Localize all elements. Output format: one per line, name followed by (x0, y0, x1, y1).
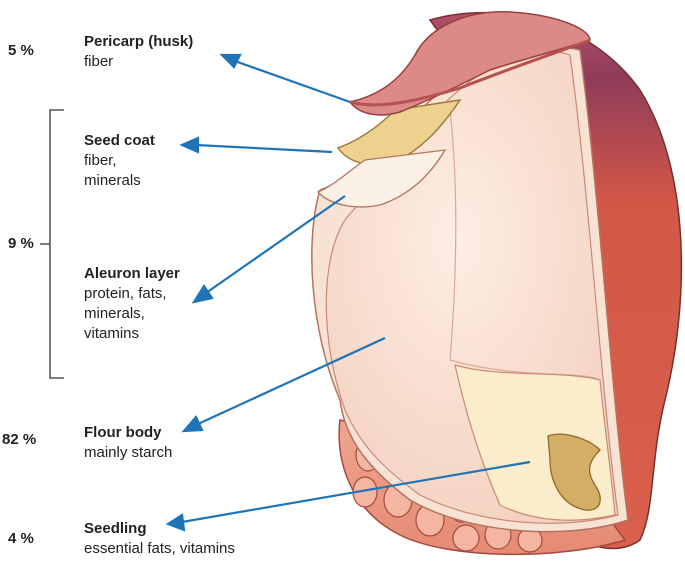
label-seed-coat-line: minerals (84, 172, 141, 189)
label-aleuron-line: vitamins (84, 325, 140, 342)
label-seedling: Seedling essential fats, vitamins (84, 519, 235, 559)
percent-seedling: 4 % (8, 530, 34, 547)
label-seed-coat: Seed coat fiber, minerals (84, 131, 155, 191)
label-flour-body-line: mainly starch (84, 444, 173, 461)
arrow-flour-body (197, 337, 386, 425)
arrow-seed-coat (195, 143, 333, 154)
bracket (40, 109, 64, 379)
label-seedling-title: Seedling (84, 520, 147, 537)
pericarp-edge (349, 38, 591, 107)
label-seed-coat-title: Seed coat (84, 132, 155, 149)
label-pericarp-line: fiber (84, 53, 114, 70)
label-aleuron: Aleuron layer protein, fats, minerals, v… (84, 264, 180, 344)
pericarp-shape (348, 11, 591, 116)
label-pericarp: Pericarp (husk) fiber (84, 32, 193, 72)
arrow-seedling (181, 460, 531, 524)
arrow-aleuron (205, 195, 346, 294)
label-pericarp-title: Pericarp (husk) (84, 33, 194, 50)
arrows (165, 53, 531, 532)
seedling-shape (547, 433, 601, 511)
label-aleuron-line: protein, fats, (84, 285, 167, 302)
label-seedling-line: essential fats, vitamins (84, 540, 235, 557)
label-aleuron-title: Aleuron layer (84, 265, 180, 282)
label-flour-body-title: Flour body (84, 424, 162, 441)
label-aleuron-line: minerals, (84, 305, 145, 322)
arrow-pericarp (231, 58, 351, 104)
percent-pericarp: 5 % (8, 42, 34, 59)
percent-flour-body: 82 % (2, 431, 37, 448)
label-flour-body: Flour body mainly starch (84, 423, 172, 463)
percent-seed-coat-aleuron: 9 % (8, 235, 34, 252)
aleuron-sliver (316, 149, 447, 208)
label-seed-coat-line: fiber, (84, 152, 117, 169)
